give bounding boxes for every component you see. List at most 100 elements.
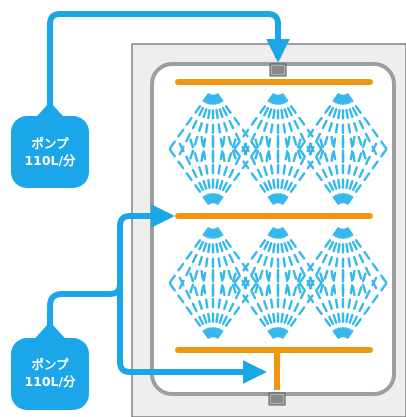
spray-dash	[351, 240, 358, 251]
spray-dash	[298, 306, 306, 316]
spray-dash	[348, 313, 354, 324]
spray-dash	[298, 274, 306, 284]
spray-dash	[363, 116, 371, 126]
spray-dash	[332, 150, 337, 161]
spray-dash	[202, 93, 210, 103]
spray-dash	[177, 128, 185, 138]
spray-dash	[371, 142, 378, 153]
spray-dash	[298, 172, 306, 182]
spray-dash	[363, 172, 371, 182]
spray-dash	[289, 239, 297, 248]
spray-dash	[221, 106, 228, 117]
spray-dash	[258, 269, 264, 280]
spray-dash	[292, 269, 298, 280]
spray-dash	[337, 108, 341, 120]
spray-dash	[289, 318, 297, 327]
spray-dash	[231, 283, 237, 294]
spray-dash	[344, 94, 349, 105]
spray-dash	[185, 250, 193, 260]
spray-dash	[221, 240, 228, 251]
spray-pattern-group	[168, 93, 388, 339]
spray-dash	[358, 168, 365, 179]
spray-dash	[281, 329, 289, 339]
spray-dash	[198, 315, 205, 326]
spray-dash	[224, 184, 232, 193]
spray-dash	[200, 286, 205, 297]
spray-dash	[202, 284, 207, 295]
spray-dash	[364, 289, 371, 300]
spray-dash	[243, 276, 250, 287]
spray-dash	[361, 272, 367, 283]
spray-dash	[328, 300, 333, 310]
spray-dash	[198, 240, 205, 251]
spray-dash	[344, 193, 349, 204]
spray-dash	[299, 155, 306, 166]
spray-dash	[274, 228, 278, 239]
spray-dash	[272, 94, 277, 105]
spray-dash	[319, 149, 325, 160]
spray-dash	[354, 184, 362, 193]
spray-dash	[209, 94, 214, 105]
spray-dash	[198, 121, 203, 132]
spray-dash	[191, 119, 198, 130]
spray-dash	[321, 253, 328, 264]
spray-dash	[215, 194, 222, 205]
spray-dash	[289, 184, 297, 193]
spray-dash	[178, 276, 185, 287]
spray-dash	[258, 152, 264, 163]
spray-dash	[214, 327, 220, 338]
spray-dash	[198, 106, 205, 117]
spray-dash	[281, 93, 289, 103]
spray-dash	[168, 148, 176, 158]
spray-dash	[204, 328, 211, 339]
spray-dash	[269, 257, 274, 268]
spray-dash	[292, 135, 298, 146]
spray-dash	[189, 283, 195, 294]
spray-dash	[334, 164, 339, 175]
spray-dash	[206, 193, 212, 204]
spray-dash	[263, 315, 270, 326]
spray-dash	[287, 151, 291, 163]
spray-dash	[272, 178, 276, 190]
spray-dash	[212, 193, 217, 204]
spray-dash	[319, 138, 325, 149]
spray-dash	[363, 306, 371, 316]
spray-dash	[219, 150, 224, 161]
spray-dash	[337, 242, 341, 254]
spray-dash	[202, 150, 207, 161]
spray-dash	[346, 93, 354, 103]
spray-dash	[328, 181, 335, 192]
spray-dash	[219, 271, 224, 282]
spray-dash	[293, 253, 300, 264]
spray-dash	[216, 195, 224, 205]
spray-dash	[351, 106, 358, 117]
spray-dash	[250, 289, 257, 300]
spray-dash	[334, 298, 339, 309]
spray-dash	[347, 123, 352, 134]
spray-dash	[282, 123, 287, 134]
spray-dash	[234, 155, 241, 166]
spray-dash	[292, 152, 298, 163]
spray-dash	[344, 228, 349, 239]
spray-dash	[345, 227, 352, 238]
spray-dash	[200, 151, 205, 163]
spray-dash	[349, 150, 354, 161]
spray-dash	[334, 123, 339, 134]
spray-dash	[321, 119, 328, 130]
spray-dash	[298, 140, 306, 150]
spray-dash	[204, 227, 211, 238]
spray-dash	[202, 329, 210, 339]
spray-dash	[343, 94, 347, 105]
spray-dash	[178, 142, 185, 153]
spray-dash	[207, 178, 211, 190]
spray-dash	[279, 327, 284, 338]
spray-dash	[231, 138, 237, 149]
spray-dash	[202, 137, 207, 148]
spray-dash	[218, 179, 224, 190]
spray-dash	[334, 194, 341, 205]
spray-dash	[330, 151, 334, 163]
spray-dash	[344, 327, 349, 338]
spray-dash	[347, 164, 352, 175]
spray-dash	[250, 132, 257, 143]
